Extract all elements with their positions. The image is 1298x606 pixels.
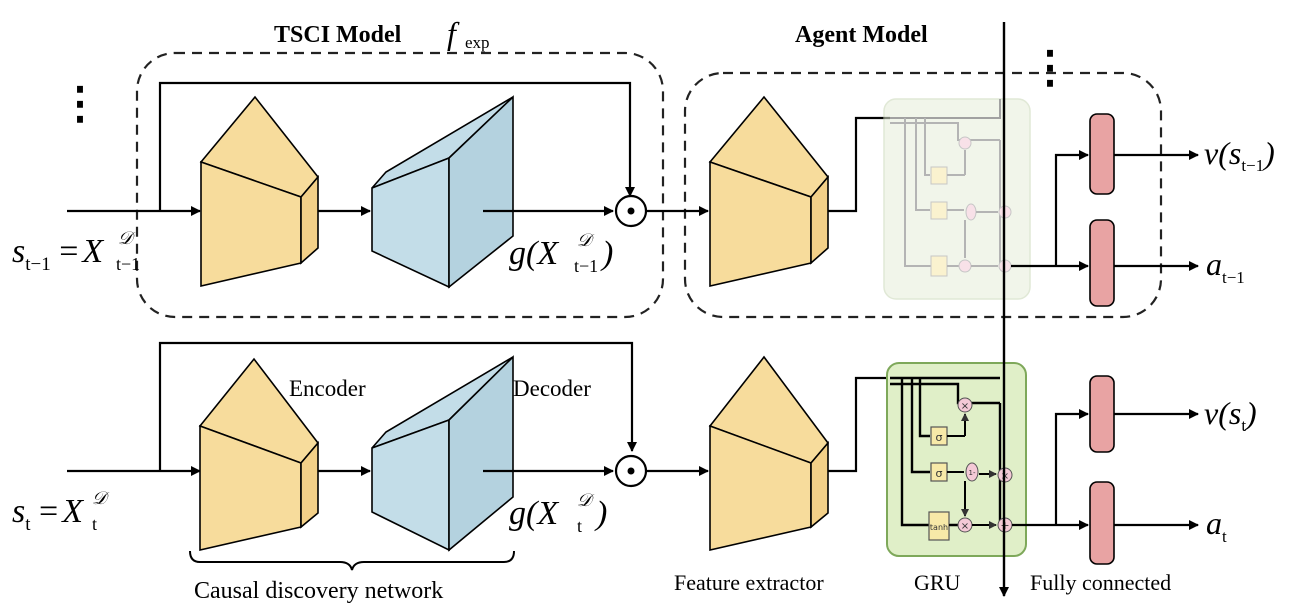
top-input-s: st−1 =X bbox=[12, 233, 104, 275]
bottom-row: σ σ tanh × 1- × × + bbox=[67, 341, 1199, 565]
top-input-x-sup: 𝒟 bbox=[118, 228, 136, 248]
top-encoder bbox=[199, 95, 320, 288]
bottom-encoder bbox=[198, 357, 320, 552]
bottom-fc-value-layer bbox=[1089, 375, 1115, 453]
encoder-label: Encoder bbox=[289, 376, 366, 401]
bottom-input-x-sup: 𝒟 bbox=[92, 488, 110, 508]
gru-one-minus-label: 1- bbox=[969, 469, 976, 477]
tsci-model-title: TSCI Model bbox=[274, 22, 402, 48]
top-input-x-sub: t−1 bbox=[116, 254, 140, 274]
gru-one-minus-op bbox=[965, 462, 979, 482]
tsci-model-box bbox=[135, 51, 665, 319]
top-g-sub: t−1 bbox=[574, 256, 598, 276]
f-exp-symbol: f bbox=[447, 15, 460, 51]
top-gru-faded bbox=[883, 98, 1031, 300]
gru-multiply-label-3: × bbox=[961, 521, 969, 532]
causal-discovery-brace bbox=[189, 550, 515, 571]
bottom-value-output: v(st) bbox=[1204, 395, 1257, 435]
top-row bbox=[67, 81, 1199, 307]
f-exp-subscript: exp bbox=[465, 33, 490, 52]
bottom-input-x-sub: t bbox=[92, 514, 97, 534]
gru-multiply-op-1 bbox=[957, 397, 973, 413]
bottom-action-output: at bbox=[1206, 505, 1227, 546]
top-fc-value-layer bbox=[1089, 113, 1115, 195]
top-feature-extractor bbox=[708, 95, 830, 288]
bottom-g-output: g(X bbox=[509, 495, 559, 532]
agent-model-box bbox=[683, 71, 1163, 319]
gru-multiply-label-1: × bbox=[961, 401, 969, 412]
bottom-g-close: ) bbox=[594, 495, 607, 532]
gru-tanh-label: tanh bbox=[930, 523, 948, 532]
bottom-g-sub: t bbox=[577, 516, 582, 536]
feature-extractor-label: Feature extractor bbox=[674, 570, 824, 595]
top-g-output: g(X bbox=[509, 235, 559, 272]
ellipsis-right: ⋮ bbox=[1028, 43, 1072, 92]
gru-label: GRU bbox=[914, 570, 961, 595]
bottom-gru: σ σ tanh × 1- × × + bbox=[886, 362, 1027, 557]
bottom-feature-extractor bbox=[708, 355, 830, 552]
top-decoder bbox=[371, 95, 514, 289]
decoder-label: Decoder bbox=[513, 376, 591, 401]
fully-connected-label: Fully connected bbox=[1030, 570, 1171, 595]
bottom-fc-action-layer bbox=[1089, 481, 1115, 565]
ellipsis-left: ⋮ bbox=[58, 79, 102, 128]
top-value-output: v(st−1) bbox=[1204, 135, 1275, 175]
bottom-decoder bbox=[371, 355, 514, 552]
top-fc-action-layer bbox=[1089, 219, 1115, 307]
top-g-sup: 𝒟 bbox=[577, 230, 595, 250]
bottom-g-sup: 𝒟 bbox=[577, 490, 595, 510]
gru-sigma-label-1: σ bbox=[936, 431, 943, 444]
top-g-close: ) bbox=[600, 235, 613, 272]
agent-model-title: Agent Model bbox=[795, 22, 928, 48]
bottom-input-s: st =X bbox=[12, 493, 84, 535]
causal-discovery-label: Causal discovery network bbox=[194, 578, 443, 604]
gru-sigma-label-2: σ bbox=[936, 467, 943, 480]
top-action-output: at−1 bbox=[1206, 246, 1245, 287]
